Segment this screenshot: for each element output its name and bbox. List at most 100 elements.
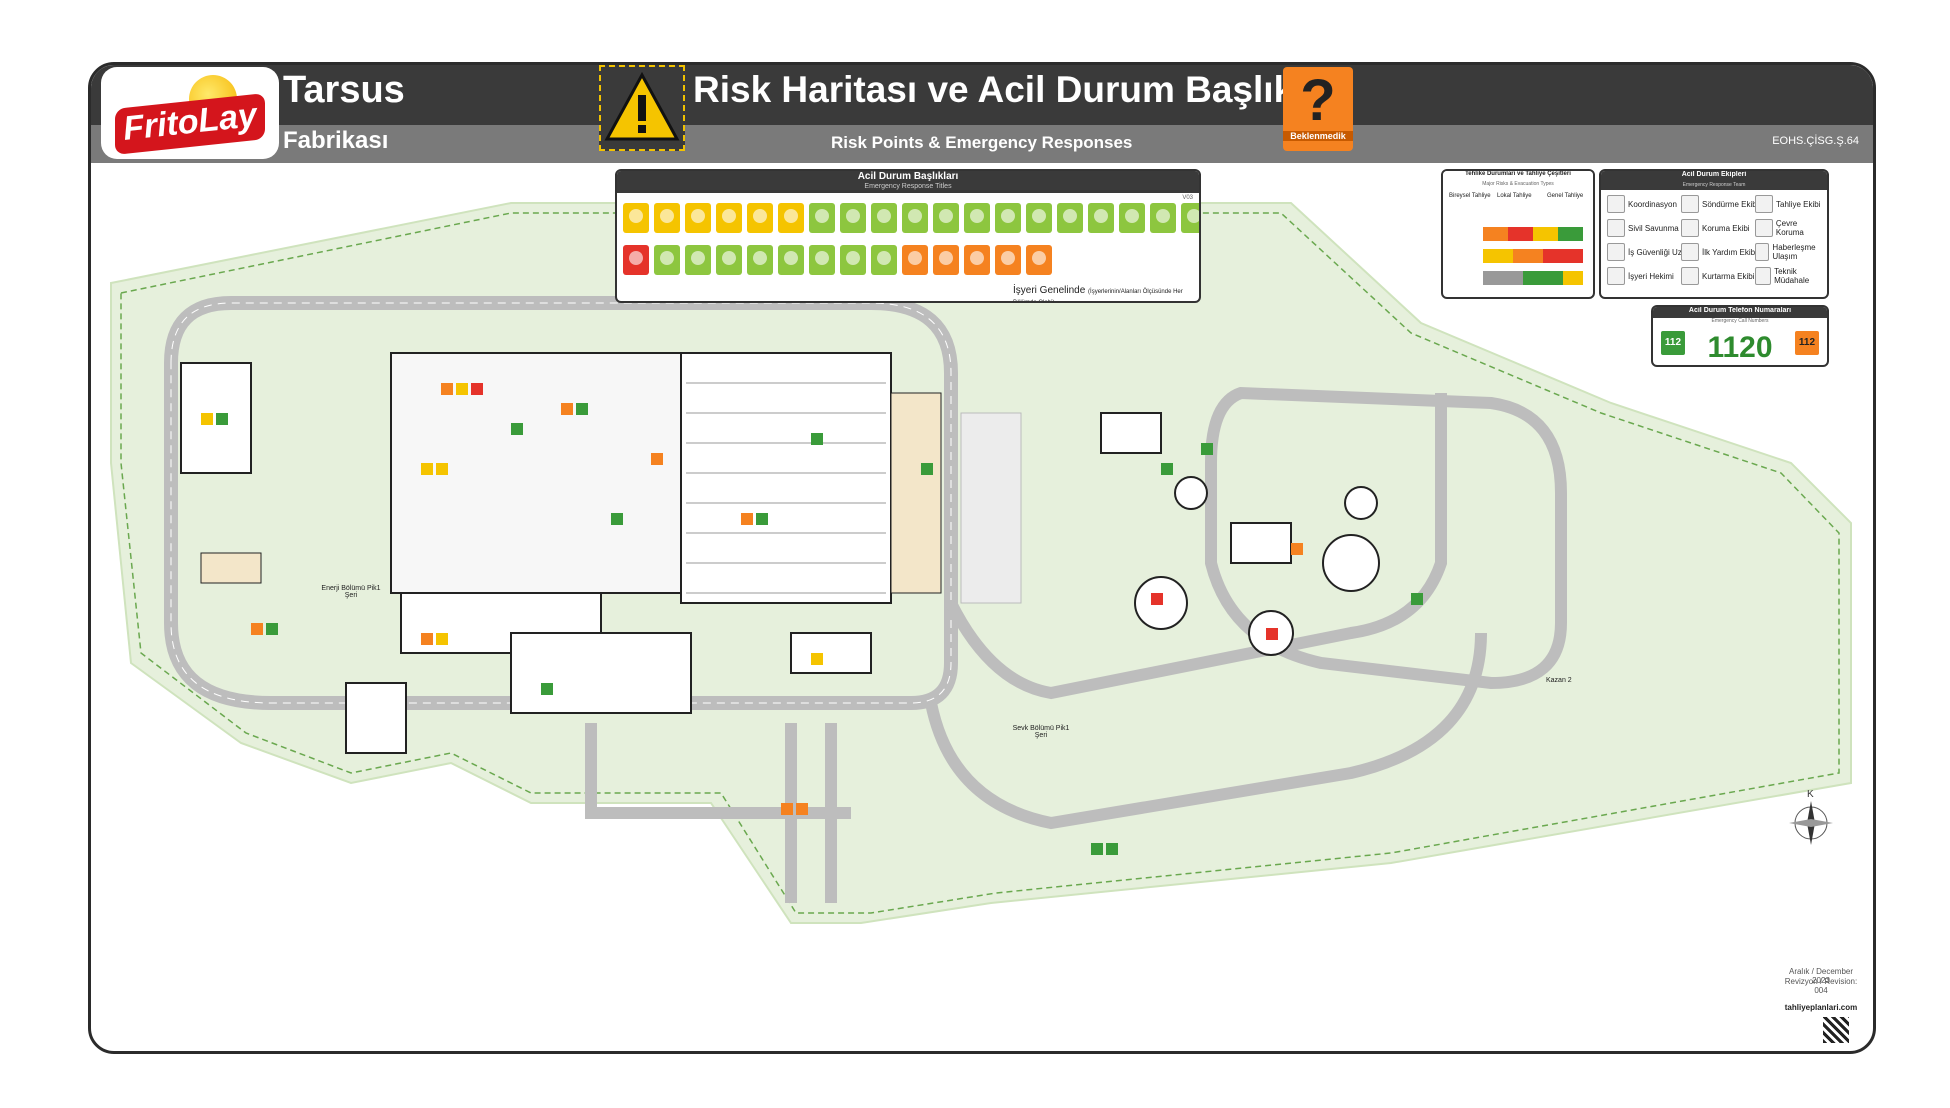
emergency-title-icon (871, 203, 897, 233)
emergency-title-icon (1026, 245, 1052, 275)
emergency-icons-row-2 (623, 245, 1052, 275)
emergency-phone-number: 1120 (1707, 331, 1773, 364)
emergency-title-icon (964, 203, 990, 233)
emergency-title-icon (964, 245, 990, 275)
emergency-phone-panel: Acil Durum Telefon Numaraları Emergency … (1651, 305, 1829, 367)
south-building-b (510, 632, 692, 714)
emergency-title-icon (623, 245, 649, 275)
team-icon (1755, 243, 1770, 261)
emergency-title-icon (902, 203, 928, 233)
emergency-title-icon (623, 203, 649, 233)
map-icons (201, 383, 1423, 855)
energy-building (200, 552, 262, 584)
map-frame: FritoLay Tarsus Fabrikası Risk Haritası … (88, 62, 1876, 1054)
parking-east (960, 412, 1022, 604)
team-icon (1607, 267, 1625, 285)
team-label: İşyeri Hekimi (1628, 271, 1674, 281)
treatment-hall (1230, 522, 1292, 564)
unexpected-box: ? Beklenmedik (1283, 67, 1353, 151)
team-icon (1607, 195, 1625, 213)
emergency-title-icon (933, 245, 959, 275)
warning-triangle-icon (604, 71, 680, 141)
emergency-icons-row-1 (623, 203, 1199, 233)
emergency-title-icon (685, 245, 711, 275)
label-shipping-area: Sevk Bölümü Pik1 Şeri (1012, 725, 1070, 739)
team-label: Kurtarma Ekibi (1702, 271, 1755, 281)
emergency-titles-heading: Acil Durum Başlıkları (617, 171, 1199, 183)
emergency-title-icon (747, 203, 773, 233)
emergency-title-icon (778, 203, 804, 233)
unexpected-label: Beklenmedik (1283, 131, 1353, 141)
team-label: Haberleşme Ulaşım (1772, 243, 1816, 261)
team-label: Söndürme Ekibi (1702, 199, 1759, 209)
team-item: Teknik Müdahale (1755, 267, 1827, 285)
evac-type-general: Genel Tahliye (1547, 193, 1584, 199)
page-subtitle: Risk Points & Emergency Responses (831, 133, 1133, 152)
emergency-teams-panel: Acil Durum Ekipleri Emergency Response T… (1599, 169, 1829, 299)
qr-code-icon (1823, 1017, 1849, 1043)
emergency-title-icon (995, 245, 1021, 275)
footer-website[interactable]: tahliyeplanlari.com (1784, 1003, 1858, 1012)
hazard-strip-1 (1483, 227, 1583, 241)
emergency-titles-subheading: Emergency Response Titles (617, 183, 1199, 193)
team-icon (1755, 219, 1773, 237)
team-item: Koordinasyon (1607, 195, 1677, 213)
team-icon (1681, 243, 1699, 261)
north-compass (1789, 801, 1833, 845)
shipping-office (790, 632, 872, 674)
team-item: Haberleşme Ulaşım (1755, 243, 1827, 261)
loading-dock (890, 392, 942, 594)
east-road (945, 393, 1447, 700)
compass-north-label: K (1807, 789, 1814, 800)
question-mark-icon: ? (1300, 68, 1336, 133)
emergency-title-icon (1119, 203, 1145, 233)
hazard-evacuation-panel: Tehlike Durumları ve Tahliye Çeşitleri M… (1441, 169, 1595, 299)
teams-panel-subheading: Emergency Response Team (1601, 182, 1827, 190)
team-icon (1755, 195, 1773, 213)
emergency-title-icon (1088, 203, 1114, 233)
phone-badge-right: 112 (1795, 331, 1819, 355)
ring-road-center (170, 302, 952, 704)
team-label: İlk Yardım Ekibi (1702, 247, 1757, 257)
emergency-title-icon (1181, 203, 1199, 233)
evac-type-individual: Bireysel Tahliye (1449, 193, 1491, 199)
workplace-wide-title: İşyeri Genelinde (1013, 285, 1086, 296)
team-item: Çevre Koruma (1755, 219, 1827, 237)
version-label: V03 (1182, 195, 1193, 201)
team-icon (1607, 243, 1625, 261)
workplace-wide-label: İşyeri Genelinde (İşyerlerinin/Alanları … (1013, 285, 1199, 303)
team-icon (1681, 267, 1699, 285)
emergency-title-icon (840, 245, 866, 275)
emergency-title-icon (809, 203, 835, 233)
emergency-title-icon (933, 203, 959, 233)
team-label: Tahliye Ekibi (1776, 199, 1821, 209)
warning-icon-box (599, 65, 685, 151)
team-item: İlk Yardım Ekibi (1681, 243, 1757, 261)
emergency-title-icon (871, 245, 897, 275)
warehouse-racks (686, 382, 886, 594)
page-title: Risk Haritası ve Acil Durum Başlıkları (693, 69, 1350, 110)
site-fence (120, 212, 1840, 914)
team-label: Teknik Müdahale (1774, 267, 1810, 285)
treatment-building (1100, 412, 1162, 454)
tank-1 (1174, 476, 1208, 510)
footer-date: Aralık / December 2023 (1788, 967, 1854, 985)
hazard-panel-subheading: Major Risks & Evacuation Types (1443, 181, 1593, 189)
phone-panel-subheading: Emergency Call Numbers (1653, 318, 1827, 326)
emergency-title-icon (1057, 203, 1083, 233)
footer-revision: Revizyon / Revision: 004 (1784, 977, 1858, 995)
emergency-title-icon (809, 245, 835, 275)
team-label: İş Güvenliği Uzmanı (1628, 247, 1700, 257)
document-code: EOHS.ÇİSG.Ş.64 (1772, 135, 1859, 147)
warehouse (680, 352, 892, 604)
team-icon (1607, 219, 1625, 237)
workplace-wide-note: (İşyerlerinin/Alanları Ölçüsünde Her Böl… (1013, 289, 1183, 303)
emergency-title-icon (995, 203, 1021, 233)
emergency-title-icon (716, 203, 742, 233)
utility-building (345, 682, 407, 754)
phone-panel-heading: Acil Durum Telefon Numaraları (1653, 307, 1827, 318)
label-boiler: Kazan 2 (1546, 677, 1572, 684)
site-name: Tarsus (283, 69, 405, 111)
emergency-title-icon (654, 245, 680, 275)
evac-type-local: Lokal Tahliye (1497, 193, 1532, 199)
